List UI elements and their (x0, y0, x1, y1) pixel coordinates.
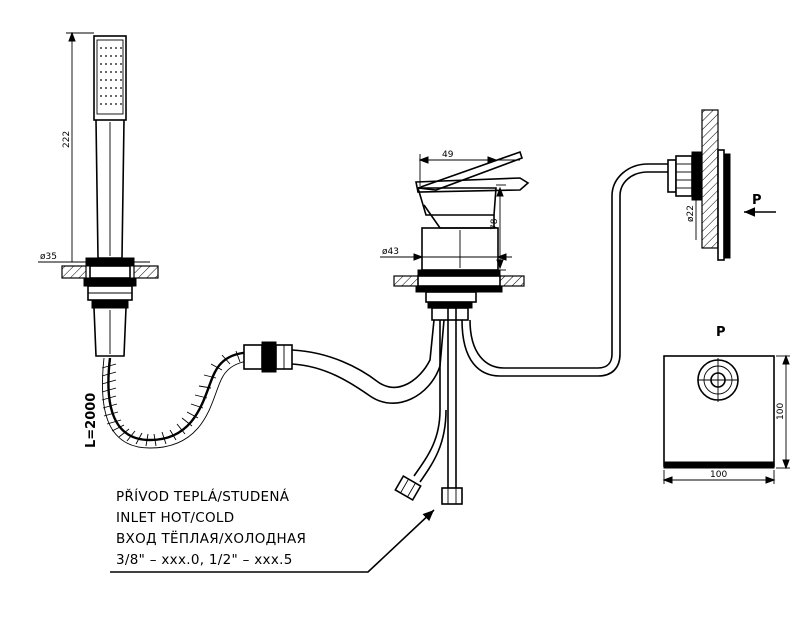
wall-outlet: ø22 P (667, 109, 776, 261)
dim-shower-diameter: ø35 (40, 252, 57, 262)
shower-nozzles (100, 47, 122, 105)
inlet-note: PŘÍVOD TEPLÁ/STUDENÁ INLET HOT/COLD ВХОД… (110, 488, 435, 573)
wall-plate-front-view: P 100 100 (662, 325, 790, 484)
deck-left (61, 265, 87, 279)
hand-shower: 222 ø35 (38, 31, 159, 357)
hose-coil (101, 350, 251, 447)
inlet-leader-line (110, 509, 435, 573)
dim-body-height: 78 (490, 218, 500, 230)
inlet-note-line-3: ВХОД ТЁПЛАЯ/ХОЛОДНАЯ (116, 529, 306, 547)
dim-plate-width: 100 (710, 470, 727, 480)
shower-head (93, 35, 127, 121)
supply-hoses (394, 163, 668, 505)
deck-right (133, 265, 159, 279)
wall-section (701, 109, 719, 249)
view-label-p-front: P (716, 325, 726, 340)
dim-plate-height: 100 (776, 403, 786, 420)
dim-body-diameter: ø43 (382, 247, 399, 257)
dim-lever-width: 49 (442, 150, 454, 160)
view-label-p-side: P (752, 193, 762, 208)
mixer-body: 49 78 ø43 (380, 150, 530, 321)
mixer-lever (417, 150, 524, 191)
shower-head-inner (96, 39, 124, 115)
dim-shower-height: 222 (62, 131, 72, 148)
shower-hose: L=2000 (84, 319, 445, 449)
dim-wall-diameter: ø22 (686, 205, 696, 222)
inlet-note-line-2: INLET HOT/COLD (116, 510, 234, 526)
dim-hose-length: L=2000 (84, 393, 99, 448)
inlet-note-line-4: 3/8" – xxx.0, 1/2" – xxx.5 (116, 552, 293, 568)
inlet-note-line-1: PŘÍVOD TEPLÁ/STUDENÁ (116, 488, 290, 505)
